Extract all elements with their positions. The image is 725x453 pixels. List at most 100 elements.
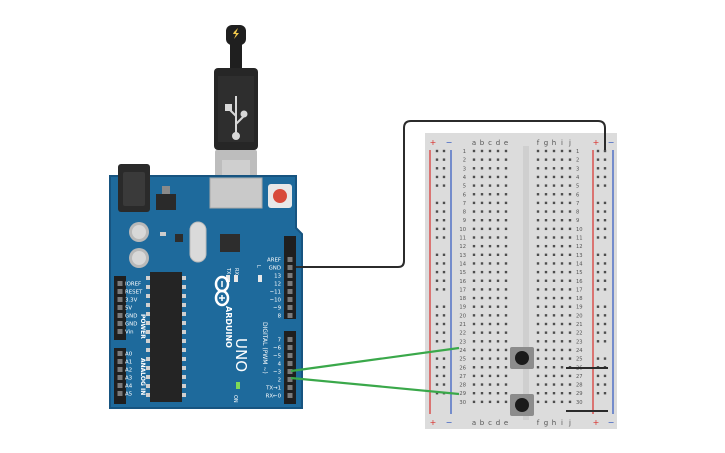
breadboard-hole[interactable] (472, 158, 476, 161)
breadboard-hole[interactable] (504, 296, 508, 300)
breadboard-hole[interactable] (552, 288, 556, 291)
breadboard-hole[interactable] (480, 244, 484, 248)
breadboard-hole[interactable] (552, 210, 556, 213)
rail-hole[interactable] (435, 184, 439, 187)
breadboard-hole[interactable] (504, 175, 508, 179)
breadboard-hole[interactable] (496, 296, 500, 300)
breadboard-hole[interactable] (552, 366, 556, 369)
breadboard-hole[interactable] (552, 296, 556, 300)
breadboard-hole[interactable] (536, 227, 540, 231)
breadboard-hole[interactable] (472, 175, 476, 179)
breadboard-hole[interactable] (568, 331, 572, 334)
breadboard-hole[interactable] (560, 400, 564, 404)
breadboard-hole[interactable] (568, 383, 572, 386)
breadboard-hole[interactable] (560, 210, 564, 213)
breadboard-hole[interactable] (536, 184, 540, 187)
header-pin[interactable] (117, 329, 123, 334)
rail-hole[interactable] (442, 167, 446, 170)
breadboard-hole[interactable] (544, 383, 548, 386)
breadboard-hole[interactable] (488, 383, 492, 386)
breadboard-hole[interactable] (496, 253, 500, 256)
rail-hole[interactable] (435, 392, 439, 395)
rail-hole[interactable] (603, 314, 607, 317)
breadboard-hole[interactable] (496, 322, 500, 326)
breadboard-hole[interactable] (552, 392, 556, 395)
breadboard-hole[interactable] (504, 270, 508, 274)
header-pin[interactable] (117, 367, 123, 372)
breadboard-hole[interactable] (560, 296, 564, 300)
arduino-uno-board[interactable]: TX RX L ARDUINO UNO ON AREFGND1312~11~10… (109, 164, 303, 409)
breadboard-hole[interactable] (536, 236, 540, 239)
breadboard-hole[interactable] (480, 210, 484, 213)
breadboard-hole[interactable] (496, 262, 500, 265)
breadboard-hole[interactable] (560, 149, 564, 153)
breadboard-hole[interactable] (496, 340, 500, 343)
breadboard-hole[interactable] (560, 314, 564, 317)
rail-hole[interactable] (603, 288, 607, 291)
breadboard-hole[interactable] (536, 400, 540, 404)
breadboard-hole[interactable] (552, 236, 556, 239)
rail-hole[interactable] (596, 322, 600, 326)
rail-hole[interactable] (603, 210, 607, 213)
breadboard-hole[interactable] (544, 244, 548, 248)
header-pin[interactable] (117, 313, 123, 318)
rail-hole[interactable] (603, 331, 607, 334)
breadboard-hole[interactable] (568, 357, 572, 360)
breadboard-hole[interactable] (536, 210, 540, 213)
breadboard-hole[interactable] (568, 279, 572, 282)
rail-hole[interactable] (596, 340, 600, 343)
rail-hole[interactable] (603, 184, 607, 187)
header-pin[interactable] (117, 359, 123, 364)
rail-hole[interactable] (435, 366, 439, 369)
header-pin[interactable] (117, 289, 123, 294)
breadboard-hole[interactable] (544, 253, 548, 256)
header-pin[interactable] (287, 377, 293, 382)
rail-hole[interactable] (596, 392, 600, 395)
breadboard-hole[interactable] (560, 227, 564, 231)
breadboard-hole[interactable] (552, 253, 556, 256)
rail-hole[interactable] (603, 253, 607, 256)
breadboard-hole[interactable] (544, 270, 548, 274)
rail-hole[interactable] (603, 305, 607, 308)
breadboard-hole[interactable] (536, 374, 540, 378)
breadboard-hole[interactable] (480, 331, 484, 334)
rail-hole[interactable] (442, 270, 446, 274)
breadboard-hole[interactable] (480, 400, 484, 404)
breadboard-hole[interactable] (560, 236, 564, 239)
rail-hole[interactable] (603, 158, 607, 161)
breadboard-hole[interactable] (504, 227, 508, 231)
rail-hole[interactable] (435, 175, 439, 179)
breadboard-hole[interactable] (552, 340, 556, 343)
breadboard-hole[interactable] (472, 288, 476, 291)
breadboard-hole[interactable] (560, 244, 564, 248)
breadboard-hole[interactable] (504, 348, 508, 352)
breadboard-hole[interactable] (496, 175, 500, 179)
breadboard-hole[interactable] (472, 210, 476, 213)
breadboard-hole[interactable] (480, 374, 484, 378)
breadboard-hole[interactable] (504, 184, 508, 187)
breadboard-hole[interactable] (536, 270, 540, 274)
breadboard-hole[interactable] (552, 158, 556, 161)
breadboard-hole[interactable] (488, 201, 492, 205)
breadboard-hole[interactable] (496, 270, 500, 274)
breadboard-hole[interactable] (536, 348, 540, 352)
rail-hole[interactable] (435, 253, 439, 256)
breadboard-hole[interactable] (488, 366, 492, 369)
rail-hole[interactable] (596, 279, 600, 282)
breadboard-hole[interactable] (536, 167, 540, 170)
breadboard-hole[interactable] (536, 253, 540, 256)
breadboard-hole[interactable] (544, 392, 548, 395)
breadboard-hole[interactable] (544, 175, 548, 179)
breadboard-hole[interactable] (488, 392, 492, 395)
rail-hole[interactable] (603, 340, 607, 343)
breadboard-hole[interactable] (480, 383, 484, 386)
rail-hole[interactable] (442, 383, 446, 386)
rail-hole[interactable] (435, 227, 439, 231)
rail-hole[interactable] (603, 357, 607, 360)
breadboard-hole[interactable] (552, 383, 556, 386)
breadboard-hole[interactable] (544, 357, 548, 360)
breadboard-hole[interactable] (488, 184, 492, 187)
breadboard-hole[interactable] (488, 236, 492, 239)
rail-hole[interactable] (603, 392, 607, 395)
